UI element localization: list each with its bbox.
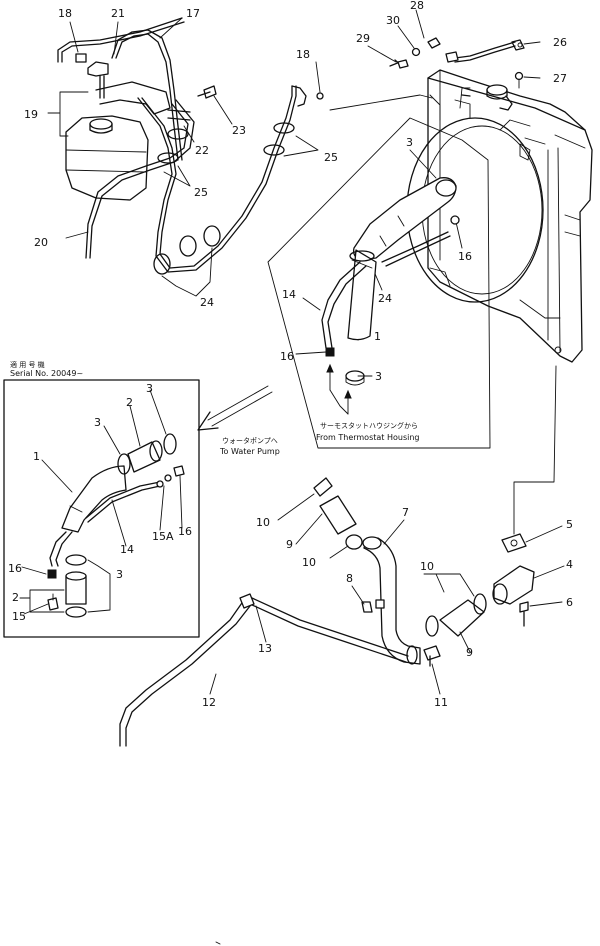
lower-piping	[119, 365, 557, 747]
leader-lines-lower	[209, 493, 565, 695]
callout-labels: 18 21 17 19 22 23 25 20 24 18 25 28 30 2…	[8, 0, 573, 709]
serial-note-jp: 適 用 号 機	[10, 360, 45, 369]
water-pump-note-en: To Water Pump	[219, 447, 280, 456]
callout-26: 26	[553, 36, 567, 49]
callout-30: 30	[386, 14, 400, 27]
leader-lines-inset	[19, 389, 183, 615]
inset-region-outline	[267, 117, 491, 449]
top-fittings	[389, 37, 525, 89]
callout-27: 27	[553, 72, 567, 85]
thermostat-note-en: From Thermostat Housing	[316, 433, 419, 442]
callout-18a: 18	[58, 7, 72, 20]
thermostat-note-jp: サーモスタットハウジングから	[320, 421, 418, 430]
stray-mark	[215, 941, 221, 945]
reservoir-hoses	[57, 17, 324, 275]
callout-29: 29	[356, 32, 370, 45]
callout-16b: 16	[280, 350, 294, 363]
serial-note-en: Serial No. 20049~	[10, 369, 83, 378]
callout-15: 15	[12, 610, 26, 623]
callout-17: 17	[186, 7, 200, 20]
callout-3c: 3	[146, 382, 153, 395]
callout-9a: 9	[286, 538, 293, 551]
callout-2a: 2	[126, 396, 133, 409]
radiator	[406, 69, 593, 363]
callout-25b: 25	[324, 151, 338, 164]
overflow-pipe-upper	[454, 41, 516, 59]
callout-20: 20	[34, 236, 48, 249]
callout-19: 19	[24, 108, 38, 121]
leader-lines-left	[47, 17, 319, 297]
callout-4: 4	[566, 558, 573, 571]
callout-24a: 24	[200, 296, 214, 309]
callout-13: 13	[258, 642, 272, 655]
callout-11: 11	[434, 696, 448, 709]
callout-5: 5	[566, 518, 573, 531]
callout-9b: 9	[466, 646, 473, 659]
callout-10b: 10	[302, 556, 316, 569]
upper-hose	[321, 177, 460, 415]
notes: 適 用 号 機 Serial No. 20049~ ウォータポンプへ To Wa…	[10, 360, 419, 456]
callout-1b: 1	[33, 450, 40, 463]
callout-16c: 16	[178, 525, 192, 538]
leader-lines-top	[295, 9, 541, 377]
callout-23: 23	[232, 124, 246, 137]
callout-2b: 2	[12, 591, 19, 604]
callout-12: 12	[202, 696, 216, 709]
callout-28: 28	[410, 0, 424, 12]
callout-7: 7	[402, 506, 409, 519]
callout-24b: 24	[378, 292, 392, 305]
water-pump-note-jp: ウォータポンプへ	[222, 436, 278, 445]
callout-6: 6	[566, 596, 573, 609]
callout-3e: 3	[116, 568, 123, 581]
callout-1a: 1	[374, 330, 381, 343]
callout-14b: 14	[120, 543, 134, 556]
callout-22: 22	[195, 144, 209, 157]
callout-18b: 18	[296, 48, 310, 61]
callout-3a: 3	[406, 136, 413, 149]
callout-10a: 10	[256, 516, 270, 529]
callout-10c: 10	[420, 560, 434, 573]
callout-8: 8	[346, 572, 353, 585]
callout-3d: 3	[94, 416, 101, 429]
callout-15A: 15A	[152, 530, 174, 543]
callout-16a: 16	[458, 250, 472, 263]
inset-pointer	[197, 385, 273, 431]
callout-21: 21	[111, 7, 125, 20]
callout-3b: 3	[375, 370, 382, 383]
callout-25a: 25	[194, 186, 208, 199]
callout-16d: 16	[8, 562, 22, 575]
inset-box	[3, 379, 200, 638]
callout-14a: 14	[282, 288, 296, 301]
reserve-tank	[65, 61, 171, 201]
